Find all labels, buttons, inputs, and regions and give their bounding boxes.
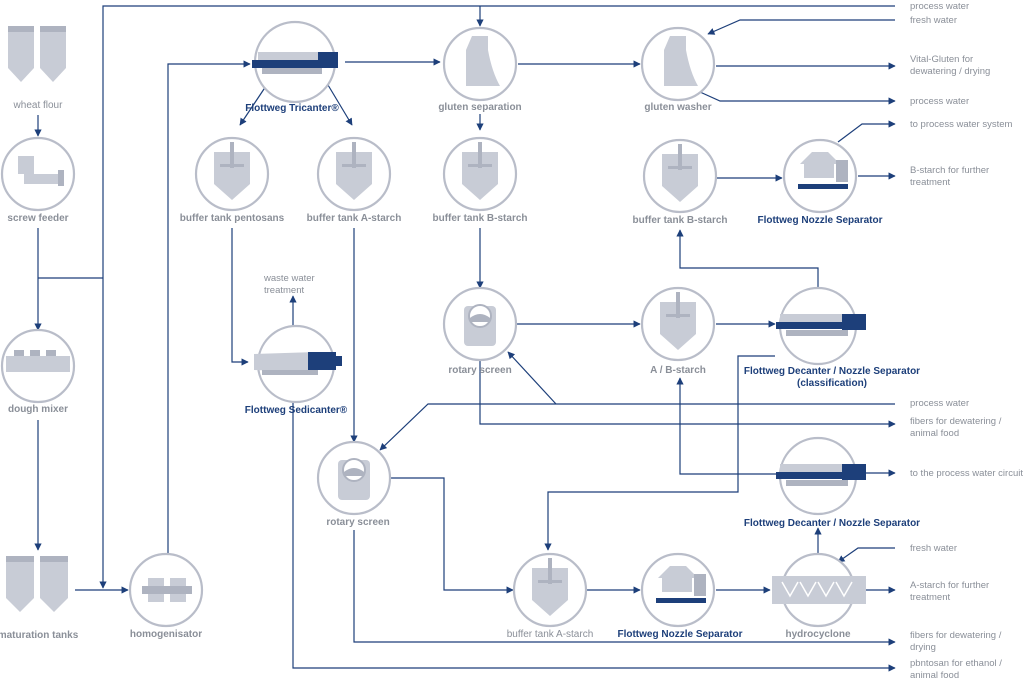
tricanter-icon [252,52,338,74]
flow-fresh-water-hydro [837,547,895,563]
out-process-water-washer: process water [910,96,969,107]
maturation-tanks-icon [6,556,68,612]
decanter-low-icon [776,464,866,486]
out-process-water-top: process water [910,1,969,12]
out-fibers-animal-1: fibers for dewatering / [910,416,1002,427]
label-nozzle-separator-top: Flottweg Nozzle Separator [757,215,882,226]
flow-decanter-to-a-starch-low [544,355,775,551]
out-vital-gluten-2: dewatering / drying [910,66,990,77]
label-nozzle-separator-low: Flottweg Nozzle Separator [617,629,742,640]
flow-process-water-mid [379,403,895,451]
out-vital-gluten-1: Vital-Gluten for [910,54,973,65]
label-maturation-tanks: maturation tanks [0,630,79,641]
out-fibers-drying-2: drying [910,642,936,653]
label-buffer-b-starch-mid: buffer tank B-starch [432,213,527,224]
flow-washer-to-process-water [699,91,896,105]
gluten-separation-icon [466,36,500,86]
out-pentosan-ethanol-1: pbntosan for ethanol / [910,658,1002,669]
label-hydrocyclone: hydrocyclone [785,629,850,640]
label-decanter-classification-2: (classification) [797,378,867,389]
out-process-water-system: to process water system [910,119,1013,130]
flow-fresh-water-washer [707,19,895,35]
buffer-b-starch-right-icon [662,144,698,202]
label-buffer-a-starch-top: buffer tank A-starch [307,213,402,224]
out-b-starch-1: B-starch for further [910,165,989,176]
flow-rotary-to-a-starch-low [390,477,514,594]
hydrocyclone-icon [772,576,866,604]
ab-starch-icon [660,292,696,350]
flow-pentosans-to-sedicanter [231,228,249,366]
flow-decanter-to-b-starch [676,229,819,290]
label-waste-water-1: waste water [263,273,315,284]
buffer-b-starch-mid-icon [462,142,498,200]
flow-rotary-to-fibers-drying [353,530,896,646]
label-screw-feeder: screw feeder [7,213,68,224]
out-process-water-mid: process water [910,398,969,409]
out-fresh-water-top: fresh water [910,15,957,26]
label-tricanter: Flottweg Tricanter® [245,103,339,114]
label-buffer-pentosans: buffer tank pentosans [180,213,285,224]
out-fibers-drying-1: fibers for dewatering / [910,630,1002,641]
flow-homog-to-tricanter [167,60,251,556]
label-buffer-b-starch-right: buffer tank B-starch [632,215,727,226]
flow-process-water-top [99,5,895,589]
label-rotary-screen-low: rotary screen [326,517,389,528]
label-sedicanter: Flottweg Sedicanter® [245,405,348,416]
rotary-screen-mid-icon [464,304,496,346]
buffer-a-starch-low-icon [532,558,568,616]
out-a-starch-1: A-starch for further [910,580,989,591]
out-b-starch-2: treatment [910,177,950,188]
sedicanter-icon [254,352,342,375]
label-decanter-low: Flottweg Decanter / Nozzle Separator [744,518,920,529]
label-waste-water-2: treatment [264,285,304,296]
output-labels: process water fresh water Vital-Gluten f… [910,1,1023,681]
flow-water-to-rotary-mid [507,351,557,405]
nozzle-separator-low-icon [656,566,706,603]
label-buffer-a-starch-low: buffer tank A-starch [507,629,594,640]
out-fresh-water-low: fresh water [910,543,957,554]
label-rotary-screen-mid: rotary screen [448,365,511,376]
label-homogenisator: homogenisator [130,629,202,640]
out-a-starch-2: treatment [910,592,950,603]
flow-rotary-to-fibers [479,360,896,428]
decanter-classification-icon [776,314,866,336]
out-process-water-circuit: to the process water circuit [910,468,1023,479]
label-gluten-separation: gluten separation [438,102,521,113]
out-fibers-animal-2: animal food [910,428,959,439]
label-wheat-flour: wheat flour [13,100,64,111]
flow-decanter-low-to-ab [676,377,780,475]
flow-tricanter-to-a-starch [324,79,353,126]
buffer-a-starch-top-icon [336,142,372,200]
flow-lines [34,5,896,672]
wheat-flour-silos [8,26,66,82]
label-ab-starch: A / B-starch [650,365,706,376]
nozzle-separator-top-icon [798,152,848,189]
buffer-pentosans-icon [214,142,250,200]
homogenisator-icon [142,578,192,602]
dough-mixer-icon [6,350,70,372]
out-pentosan-ethanol-2: animal food [910,670,959,680]
flow-nozzle-to-water-system [837,120,896,143]
rotary-screen-low-icon [338,458,370,500]
label-decanter-classification-1: Flottweg Decanter / Nozzle Separator [744,366,920,377]
flow-sedicanter-to-ethanol [292,400,896,672]
label-dough-mixer: dough mixer [8,404,68,415]
gluten-washer-icon [664,36,698,86]
label-gluten-washer: gluten washer [644,102,711,113]
screw-feeder-icon [18,156,64,186]
